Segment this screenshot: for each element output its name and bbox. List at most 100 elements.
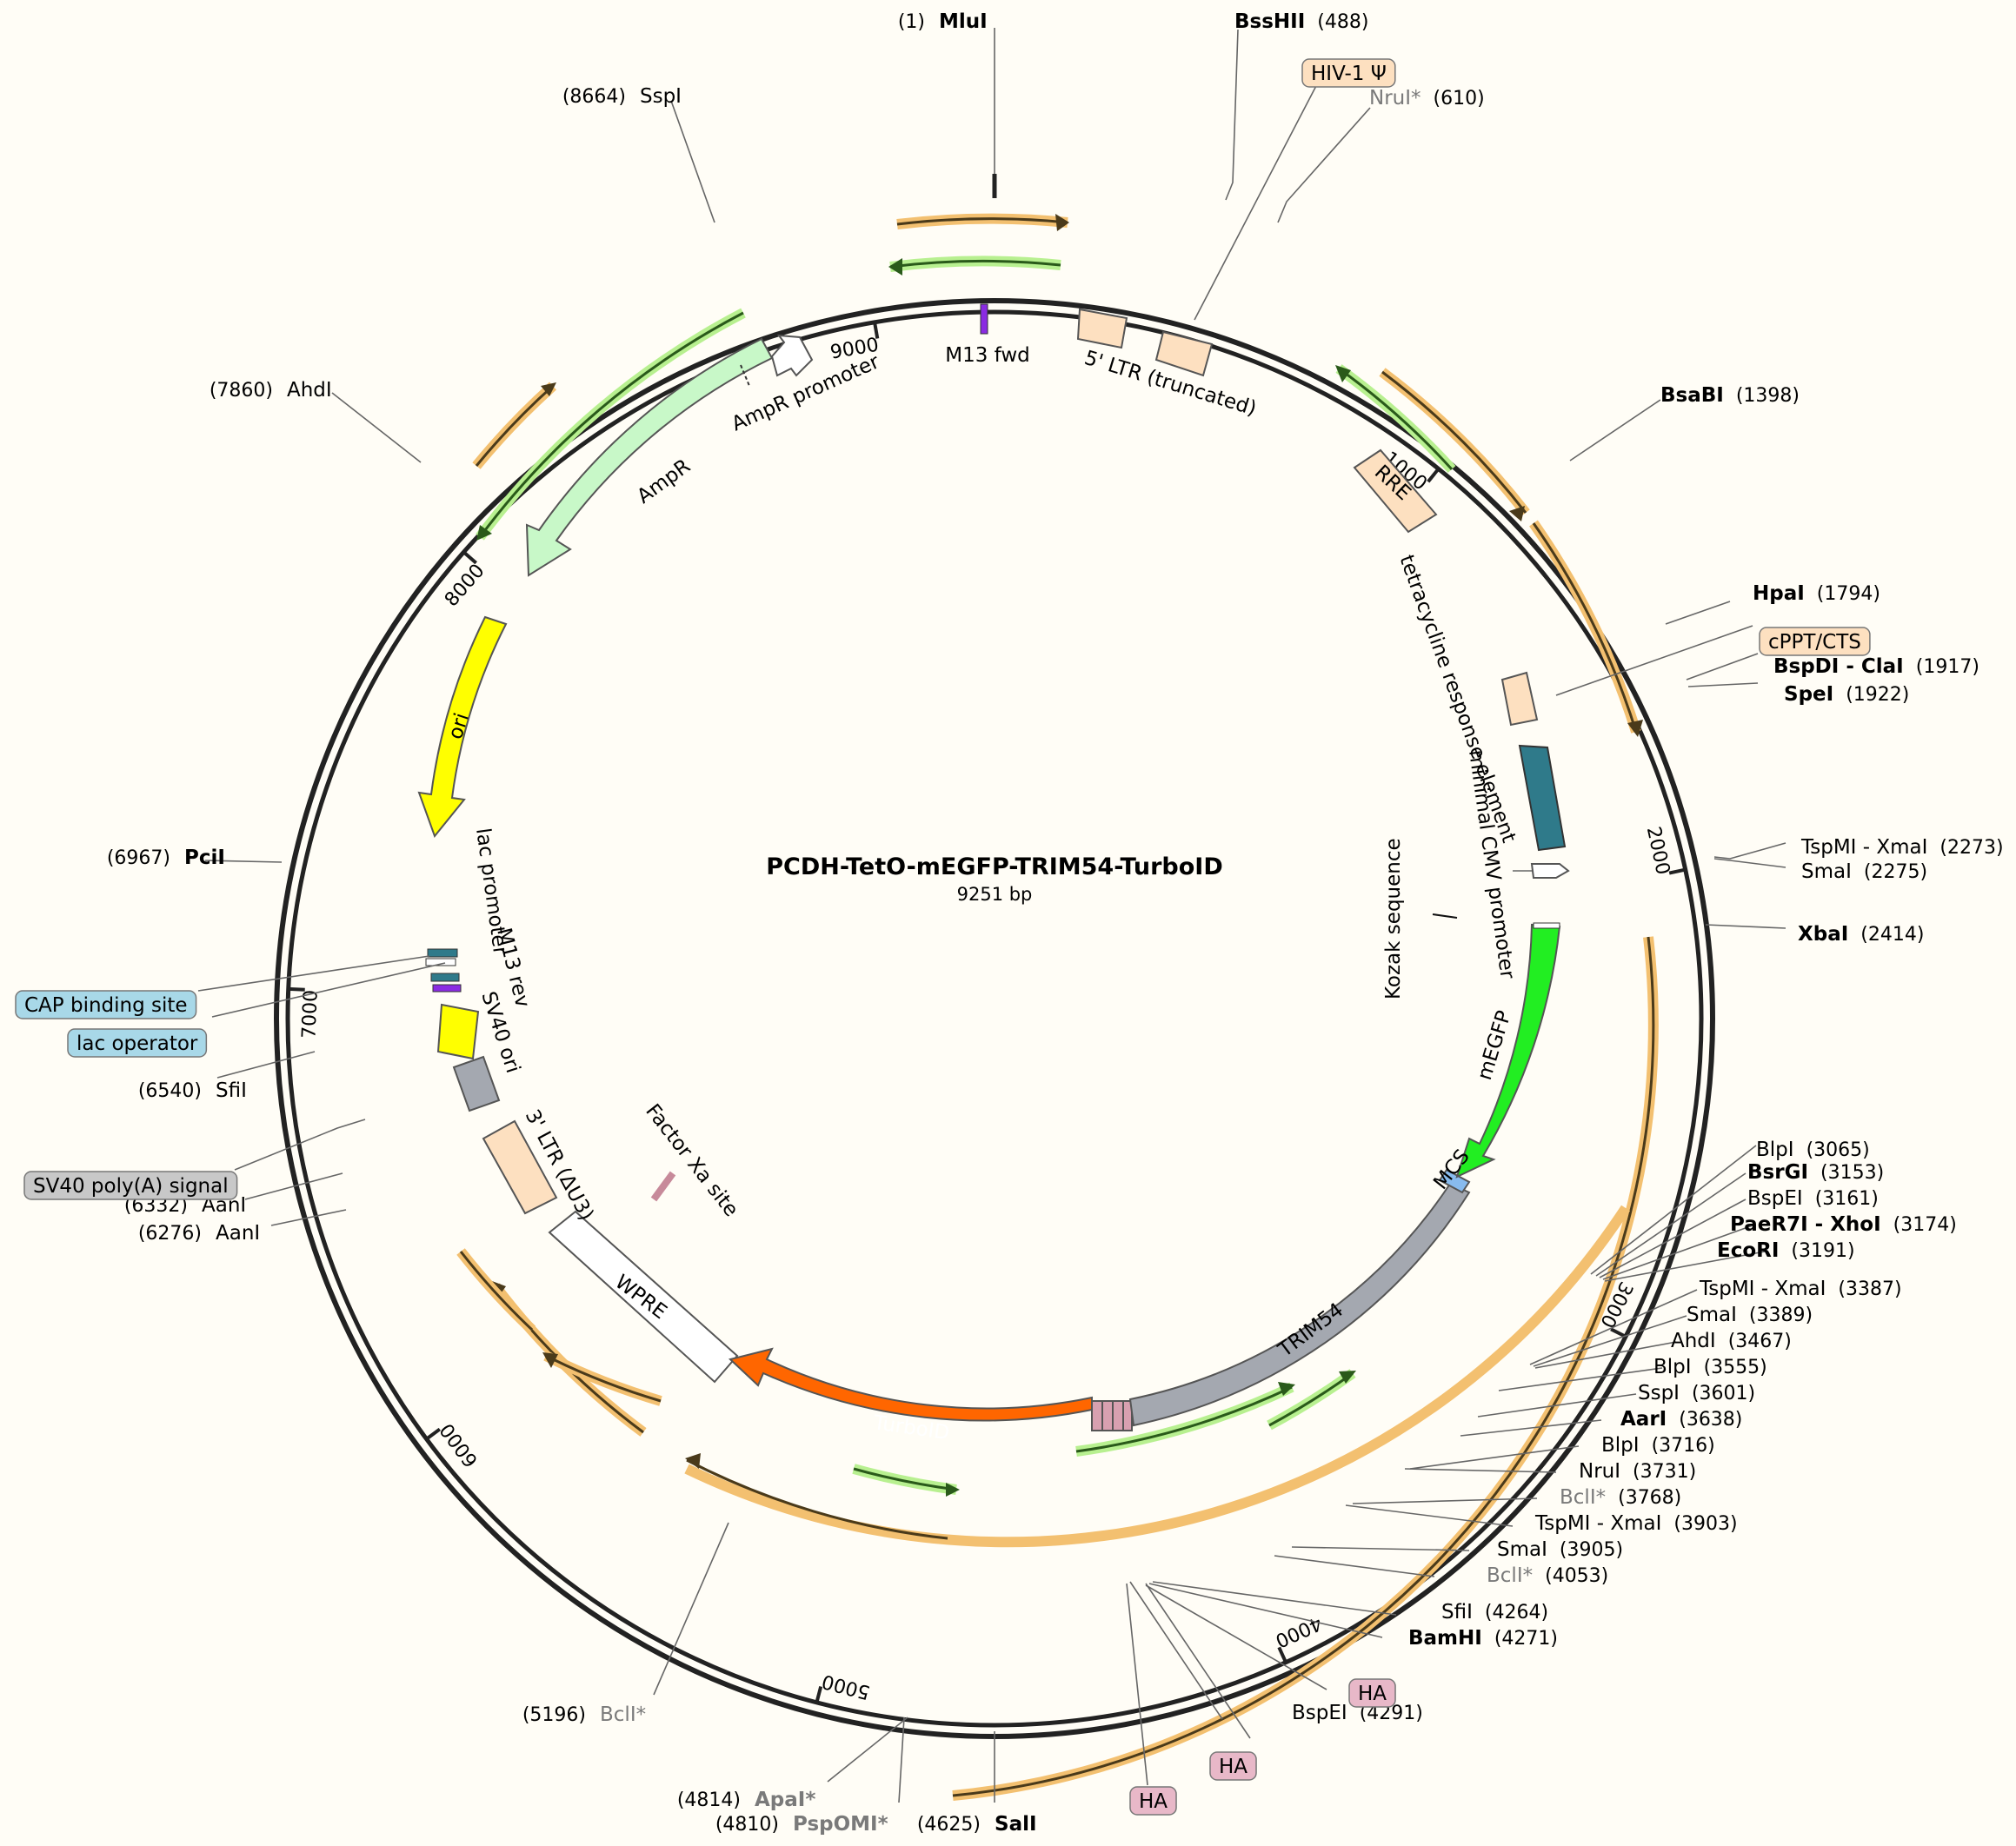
tick-line <box>873 322 880 339</box>
site-name: SspI <box>640 85 682 108</box>
site-position: (6540) <box>138 1080 202 1102</box>
site-label: AhdI(3467) <box>1671 1330 1792 1352</box>
boxed-label-bg <box>1129 1786 1177 1816</box>
tick-line <box>1277 1646 1287 1663</box>
boxed-label: SV40 poly(A) signal <box>23 1171 238 1200</box>
site-position: (3638) <box>1679 1409 1742 1431</box>
site-name: PciI <box>184 847 225 869</box>
orf-arrowhead <box>946 1483 960 1497</box>
boxed-label: cPPT/CTS <box>1759 627 1871 656</box>
site-position: (1) <box>898 11 925 33</box>
site-leader-lines <box>197 28 1786 1803</box>
site-position: (4810) <box>715 1814 779 1836</box>
site-label: SalI(4625) <box>917 1813 1037 1836</box>
site-name: TspMI - XmaI <box>1800 836 1927 859</box>
site-name: BsaBI <box>1660 384 1724 407</box>
site-label: SpeI (1922) <box>1784 683 1909 706</box>
boxed-label-text: cPPT/CTS <box>1768 631 1861 654</box>
site-name: SfiI <box>1441 1601 1473 1624</box>
boxed-label-text: HA <box>1139 1790 1168 1813</box>
boxed-label-text: HA <box>1219 1756 1248 1778</box>
feature-cap-binding-site <box>427 948 458 958</box>
site-label: XbaI(2414) <box>1798 923 1924 946</box>
site-name: BclI* <box>1487 1564 1533 1587</box>
site-label: BspDI - ClaI(1917) <box>1773 655 1979 678</box>
backbone-inner <box>285 309 1704 1728</box>
orf-arc <box>1338 367 1454 471</box>
site-position: (3903) <box>1673 1513 1737 1535</box>
plasmid-length: 9251 bp <box>957 884 1033 905</box>
boxed-label-bg <box>67 1028 208 1058</box>
boxed-label: HA <box>1348 1678 1396 1708</box>
orf-arrowhead <box>888 258 902 276</box>
site-label: NruI(3731) <box>1579 1460 1696 1483</box>
site-position: (610) <box>1434 88 1485 110</box>
orf-arc <box>1381 370 1527 514</box>
tick-line <box>462 550 477 565</box>
site-name: BssHII <box>1234 10 1305 33</box>
site-name: SpeI <box>1784 683 1833 706</box>
orf-arc <box>684 1205 1631 1548</box>
feature-kozak <box>1432 913 1458 919</box>
site-position: (2414) <box>1860 924 1924 946</box>
site-label: PaeR7I - XhoI(3174) <box>1730 1213 1957 1236</box>
site-name: SfiI <box>216 1079 247 1102</box>
site-position: (1794) <box>1817 583 1880 605</box>
site-name: EcoRI <box>1717 1239 1779 1262</box>
boxed-label-text: SV40 poly(A) signal <box>33 1175 229 1198</box>
site-label: BssHII (488) <box>1234 10 1368 33</box>
label-m13-fwd: M13 fwd <box>945 344 1030 367</box>
orf-arc <box>896 217 1068 226</box>
feature-shapes <box>417 303 1570 1431</box>
site-name: BclI* <box>1560 1486 1606 1509</box>
site-name: BclI* <box>600 1703 646 1726</box>
site-position: (1917) <box>1916 656 1979 678</box>
orf-arc <box>478 311 744 538</box>
feature-ampr <box>525 337 774 577</box>
site-label: BclI*(4053) <box>1487 1564 1608 1587</box>
feature-sv40-ori <box>436 1003 480 1060</box>
feature-3-ltr <box>482 1119 558 1215</box>
site-position: (3161) <box>1815 1188 1879 1210</box>
site-name: BspEI <box>1747 1187 1803 1210</box>
feature-lac-promoter <box>425 958 456 966</box>
boxed-label-bg <box>1301 58 1396 88</box>
site-position: (3601) <box>1692 1383 1755 1404</box>
feature-minimal-cmv <box>1530 863 1570 879</box>
site-label: BlpI(3555) <box>1653 1356 1767 1378</box>
feature-m13-rev <box>432 984 462 993</box>
tick-line <box>815 1685 823 1703</box>
site-position: (4625) <box>917 1814 981 1836</box>
site-position: (1922) <box>1846 684 1909 706</box>
feature-lac-operator <box>430 973 460 982</box>
boxed-label: HA <box>1209 1751 1257 1781</box>
tick-line <box>288 986 305 992</box>
site-label: SfiI (6540) <box>138 1079 247 1102</box>
orf-arrowhead <box>1627 720 1643 737</box>
site-position: (3065) <box>1806 1139 1870 1161</box>
site-name: MluI <box>939 10 988 33</box>
feature-tre <box>1518 744 1567 852</box>
site-label: BsaBI(1398) <box>1660 384 1800 407</box>
site-label: NruI*(610) <box>1369 87 1485 110</box>
site-name: AanI <box>216 1222 260 1245</box>
feature-ori <box>417 615 508 839</box>
site-label: BclI*(5196) <box>522 1703 646 1726</box>
site-position: (488) <box>1317 11 1368 33</box>
orf-arc <box>459 1251 534 1331</box>
site-label: BlpI(3716) <box>1601 1434 1715 1457</box>
boxed-label-text: HIV-1 Ψ <box>1311 63 1387 85</box>
label-kozak: Kozak sequence <box>1382 838 1405 999</box>
site-position: (3153) <box>1820 1162 1884 1184</box>
site-position: (3467) <box>1728 1331 1792 1352</box>
tick-line <box>1427 468 1440 483</box>
site-name: NruI <box>1579 1460 1620 1483</box>
site-name: TspMI - XmaI <box>1699 1278 1826 1300</box>
tick-line <box>425 1427 442 1441</box>
site-label: MluI (1) <box>898 10 988 33</box>
site-position: (3716) <box>1652 1435 1715 1457</box>
site-label: TspMI - XmaI(2273) <box>1800 836 2004 859</box>
feature-megfp <box>1455 923 1561 1179</box>
feature-ampr-promoter <box>770 334 814 377</box>
